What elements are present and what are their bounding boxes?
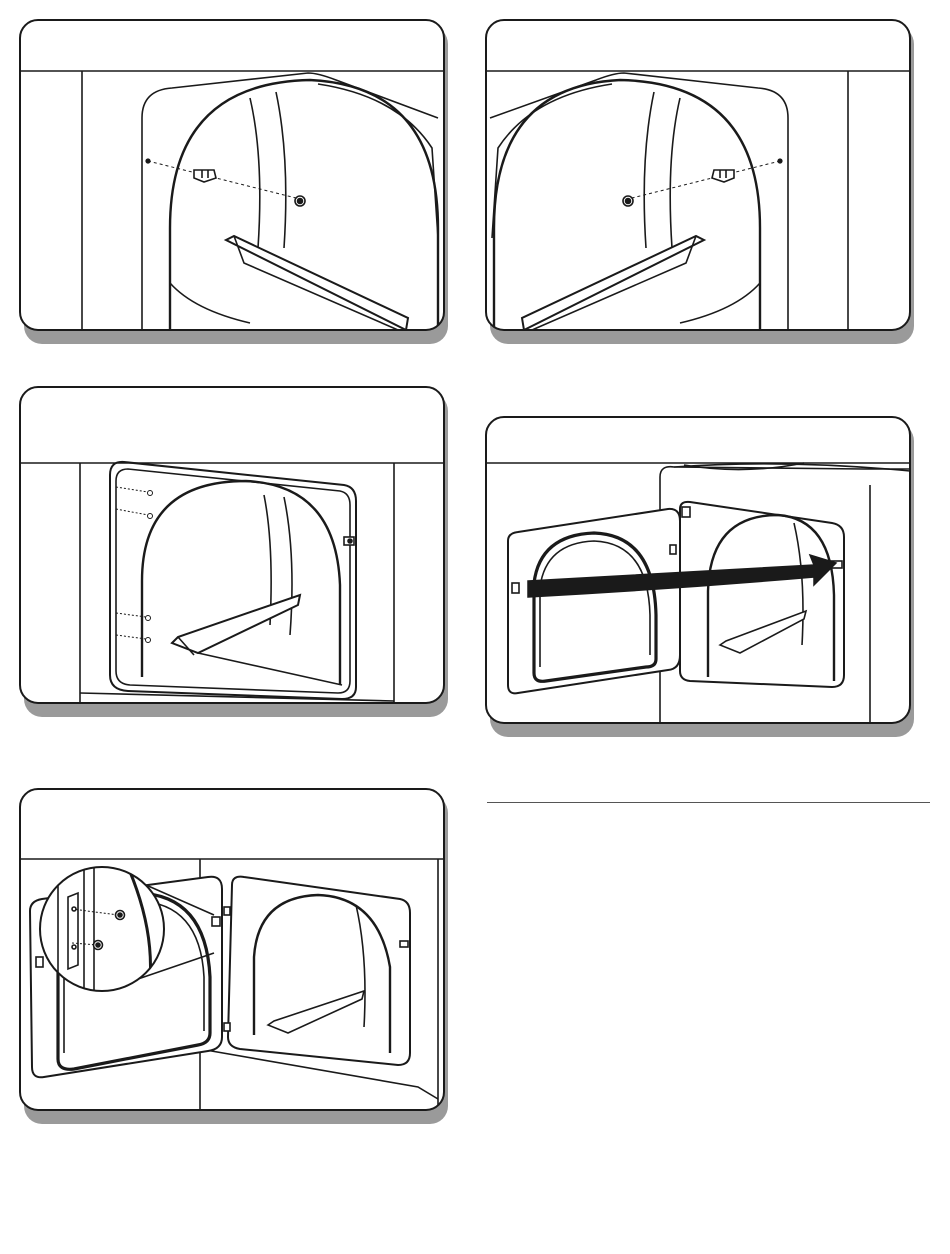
door-catch-icon <box>36 957 43 967</box>
screw-icon <box>148 514 153 519</box>
screw-icon <box>623 196 633 206</box>
figure-step-3 <box>18 385 448 715</box>
figure-step-1 <box>18 18 448 348</box>
door-catch-icon <box>512 583 519 593</box>
figure-step-1-illustration <box>18 18 448 348</box>
section-divider <box>487 802 930 803</box>
figure-step-5 <box>18 787 448 1122</box>
strike-hole <box>778 159 782 163</box>
screw-icon <box>146 616 151 621</box>
panel-frame <box>20 20 444 330</box>
hinge-icon <box>670 545 676 554</box>
screw-icon <box>94 941 103 950</box>
hinge-icon <box>212 917 220 926</box>
hinge-icon <box>224 907 230 915</box>
panel-frame <box>486 20 910 330</box>
figure-step-2 <box>484 18 914 348</box>
figure-step-5-illustration <box>18 787 448 1122</box>
panel-frame <box>20 387 444 703</box>
dryer-front-opening <box>224 877 410 1065</box>
screw-icon <box>116 911 125 920</box>
strike-hole <box>146 159 150 163</box>
door-strike-icon <box>400 941 408 947</box>
hinge-icon <box>224 1023 230 1031</box>
screw-icon <box>148 491 153 496</box>
figure-step-4-illustration <box>484 415 914 740</box>
door-strike-icon <box>344 537 354 545</box>
screw-icon <box>295 196 305 206</box>
hinge-detail <box>68 893 78 969</box>
figure-step-4 <box>484 415 914 740</box>
figure-step-3-illustration <box>18 385 448 715</box>
open-door <box>508 509 680 693</box>
screw-icon <box>146 638 151 643</box>
figure-step-2-illustration <box>484 18 914 348</box>
